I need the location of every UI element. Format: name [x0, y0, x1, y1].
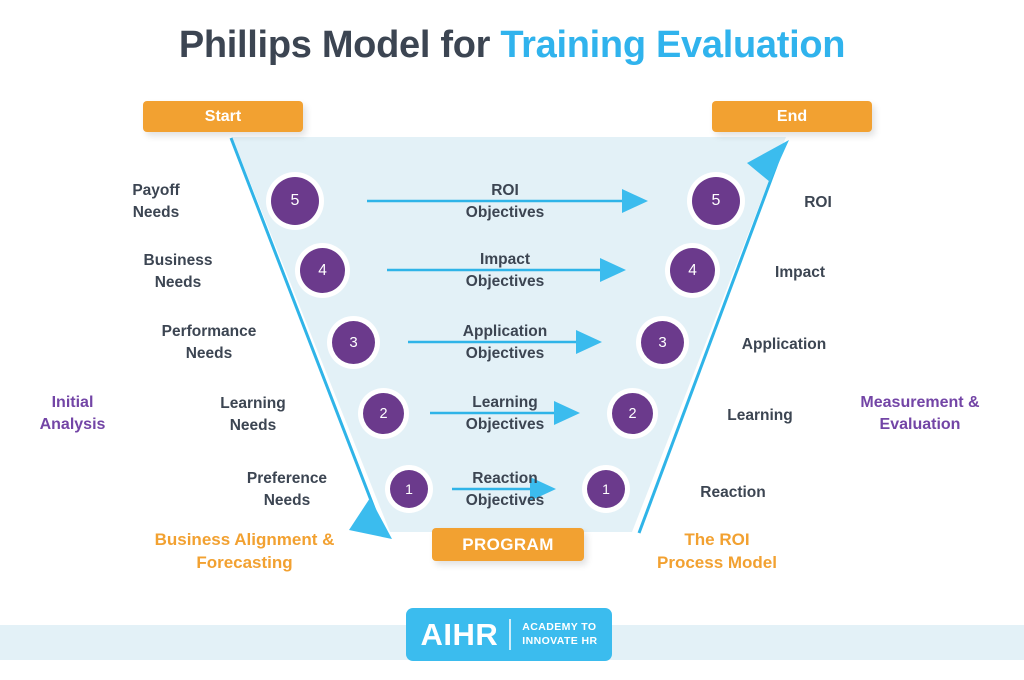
need-label-5: Payoff Needs — [132, 182, 180, 221]
objective-arrow-impact — [387, 258, 626, 282]
funnel-shape — [232, 137, 786, 532]
note-business-alignment: Business Alignment & Forecasting — [154, 530, 335, 572]
note-measurement-evaluation: Measurement & Evaluation — [860, 394, 980, 433]
program-banner[interactable]: PROGRAM — [432, 528, 584, 561]
objective-label-learning: Learning Objectives — [465, 394, 545, 434]
objective-arrow-reaction — [452, 477, 556, 501]
objective-label-reaction: Reaction Objectives — [465, 470, 545, 510]
level-node-left-2[interactable]: 2 — [363, 393, 404, 434]
logo-wordmark: AIHR — [420, 617, 499, 652]
level-node-left-4[interactable]: 4 — [300, 248, 345, 293]
note-roi-process-model: The ROI Process Model — [657, 530, 777, 572]
objective-label-application: Application Objectives — [462, 323, 548, 363]
title-part-primary: Phillips Model for — [178, 24, 501, 66]
level-node-left-1[interactable]: 1 — [390, 470, 428, 508]
outcome-label-5: ROI — [804, 194, 832, 211]
logo-tagline: ACADEMY TO INNOVATE HR — [522, 621, 598, 647]
objective-arrow-learning — [430, 401, 580, 425]
title-part-accent: Training Evaluation — [500, 24, 846, 66]
left-downward-arrow — [229, 137, 392, 539]
page-title: Phillips Model for Training Evaluation — [0, 24, 1024, 67]
start-banner[interactable]: Start — [143, 101, 303, 132]
level-node-left-3[interactable]: 3 — [332, 321, 375, 364]
objective-label-roi: ROI Objectives — [465, 182, 545, 222]
need-label-3: Performance Needs — [161, 323, 257, 362]
aihr-logo[interactable]: AIHR ACADEMY TO INNOVATE HR — [406, 608, 612, 661]
objective-arrow-roi — [367, 189, 648, 213]
note-initial-analysis: Initial Analysis — [39, 394, 106, 433]
right-upward-arrow — [637, 140, 789, 534]
level-node-right-3[interactable]: 3 — [641, 321, 684, 364]
logo-divider — [509, 619, 512, 650]
outcome-label-2: Learning — [727, 407, 793, 424]
need-label-1: Preference Needs — [246, 470, 328, 509]
need-label-2: Learning Needs — [220, 395, 286, 434]
level-node-right-2[interactable]: 2 — [612, 393, 653, 434]
level-node-right-4[interactable]: 4 — [670, 248, 715, 293]
level-node-right-5[interactable]: 5 — [692, 177, 740, 225]
level-node-right-1[interactable]: 1 — [587, 470, 625, 508]
outcome-label-4: Impact — [775, 264, 825, 281]
end-banner[interactable]: End — [712, 101, 872, 132]
need-label-4: Business Needs — [143, 252, 213, 291]
outcome-label-1: Reaction — [700, 484, 766, 501]
objective-label-impact: Impact Objectives — [465, 251, 545, 291]
outcome-label-3: Application — [741, 336, 827, 353]
level-node-left-5[interactable]: 5 — [271, 177, 319, 225]
objective-arrow-application — [408, 330, 602, 354]
